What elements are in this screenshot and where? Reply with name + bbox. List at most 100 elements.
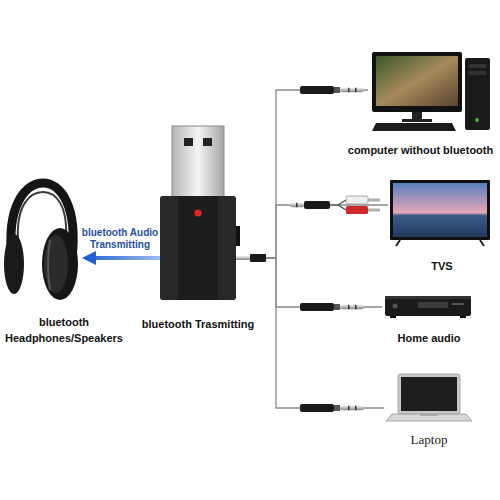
audio-cable xyxy=(240,90,368,258)
headphones-picture xyxy=(4,234,24,294)
device-node: TVS xyxy=(388,178,492,248)
computer-picture xyxy=(372,52,490,131)
home-audio-picture xyxy=(385,296,471,299)
tv-picture xyxy=(393,183,487,237)
laptop-picture xyxy=(401,377,457,411)
headphones-picture xyxy=(42,228,78,300)
label-holder: TVS xyxy=(396,256,488,274)
bluetooth-arrow xyxy=(90,256,160,260)
label-holder: computer without bluetooth xyxy=(344,140,497,158)
device-label: bluetooth Headphones/Speakers xyxy=(2,314,126,346)
laptop-picture xyxy=(398,374,460,414)
audio-plug xyxy=(355,406,357,410)
device-node: bluetooth Trasmitting xyxy=(160,124,240,302)
edge-label-holder: bluetooth Audio Transmitting xyxy=(80,227,160,252)
label-line: TVS xyxy=(396,256,488,274)
usb-dongle-picture xyxy=(250,254,266,262)
audio-plug xyxy=(355,305,357,309)
usb-dongle-picture xyxy=(236,226,240,246)
rca-plugs xyxy=(330,200,346,210)
audio-plug xyxy=(300,303,364,311)
audio-cable xyxy=(240,258,384,408)
usb-dongle-picture xyxy=(160,196,178,300)
audio-plug xyxy=(340,406,364,410)
computer-picture xyxy=(402,119,432,122)
audio-plug xyxy=(334,405,340,411)
laptop-picture xyxy=(420,414,438,416)
home-audio-picture xyxy=(385,296,471,318)
usb-dongle-picture xyxy=(195,210,202,217)
audio-plug xyxy=(334,87,340,93)
computer-picture xyxy=(372,123,456,131)
laptop-picture xyxy=(386,414,472,421)
audio-plug xyxy=(355,88,357,92)
label-holder: Home audio xyxy=(376,328,482,346)
usb-dongle-picture xyxy=(160,196,236,300)
device-label: TVS xyxy=(431,258,452,274)
rca-plugs xyxy=(368,199,380,202)
tv-picture xyxy=(390,180,490,240)
headphones-picture xyxy=(44,235,68,293)
rca-plugs xyxy=(346,196,368,204)
audio-plug xyxy=(348,406,350,410)
home-audio-picture xyxy=(385,296,471,316)
headphones-picture xyxy=(4,183,78,300)
label-holder: bluetooth Headphones/Speakers xyxy=(2,314,126,346)
label-holder: Laptop xyxy=(384,430,474,448)
audio-plug xyxy=(348,305,350,309)
label-line: bluetooth Trasmitting xyxy=(136,314,260,332)
home-audio-picture xyxy=(393,304,398,309)
computer-picture xyxy=(412,112,422,120)
tv-picture xyxy=(396,240,484,246)
audio-cable xyxy=(240,205,388,258)
usb-dongle-picture xyxy=(184,138,193,146)
usb-dongle-picture xyxy=(172,126,224,198)
device-label: bluetooth Trasmitting xyxy=(142,316,254,332)
audio-plug xyxy=(300,404,334,412)
rca-plugs xyxy=(368,209,380,212)
computer-picture xyxy=(465,58,490,130)
audio-plug xyxy=(300,404,364,412)
audio-plug xyxy=(290,203,304,207)
usb-dongle-picture xyxy=(160,126,266,300)
home-audio-picture xyxy=(452,303,464,305)
audio-plug xyxy=(300,303,334,311)
computer-picture xyxy=(376,56,458,106)
computer-picture xyxy=(469,71,486,75)
rca-plugs xyxy=(330,196,380,214)
device-label: computer without bluetooth xyxy=(348,142,493,158)
audio-plug xyxy=(300,86,334,94)
rca-plugs xyxy=(346,206,368,214)
headphones-picture xyxy=(48,240,50,290)
tv-picture xyxy=(390,180,490,246)
audio-plug xyxy=(334,304,340,310)
device-node: bluetooth Headphones/Speakers xyxy=(2,180,82,304)
label-line: Laptop xyxy=(384,430,474,448)
home-audio-picture xyxy=(390,316,396,318)
computer-picture xyxy=(469,64,486,68)
computer-picture xyxy=(372,52,462,112)
label-holder: bluetooth Trasmitting xyxy=(136,314,260,332)
audio-plug xyxy=(300,86,364,94)
laptop-picture xyxy=(386,374,472,421)
computer-picture xyxy=(475,118,479,122)
audio-plug xyxy=(304,201,330,209)
home-audio-picture xyxy=(460,316,466,318)
device-node: Home audio xyxy=(382,292,476,322)
device-node: Laptop xyxy=(384,372,474,424)
usb-dongle-picture xyxy=(236,256,250,260)
home-audio-picture xyxy=(418,302,448,308)
label-line: computer without bluetooth xyxy=(344,140,497,158)
audio-cable xyxy=(240,258,382,307)
usb-dongle-picture xyxy=(203,138,212,146)
edge-label: bluetooth Audio Transmitting xyxy=(80,227,160,251)
usb-dongle-picture xyxy=(218,196,236,300)
audio-plug xyxy=(340,88,364,92)
audio-plug xyxy=(340,305,364,309)
audio-plug xyxy=(290,201,330,209)
device-label: Laptop xyxy=(411,432,448,448)
